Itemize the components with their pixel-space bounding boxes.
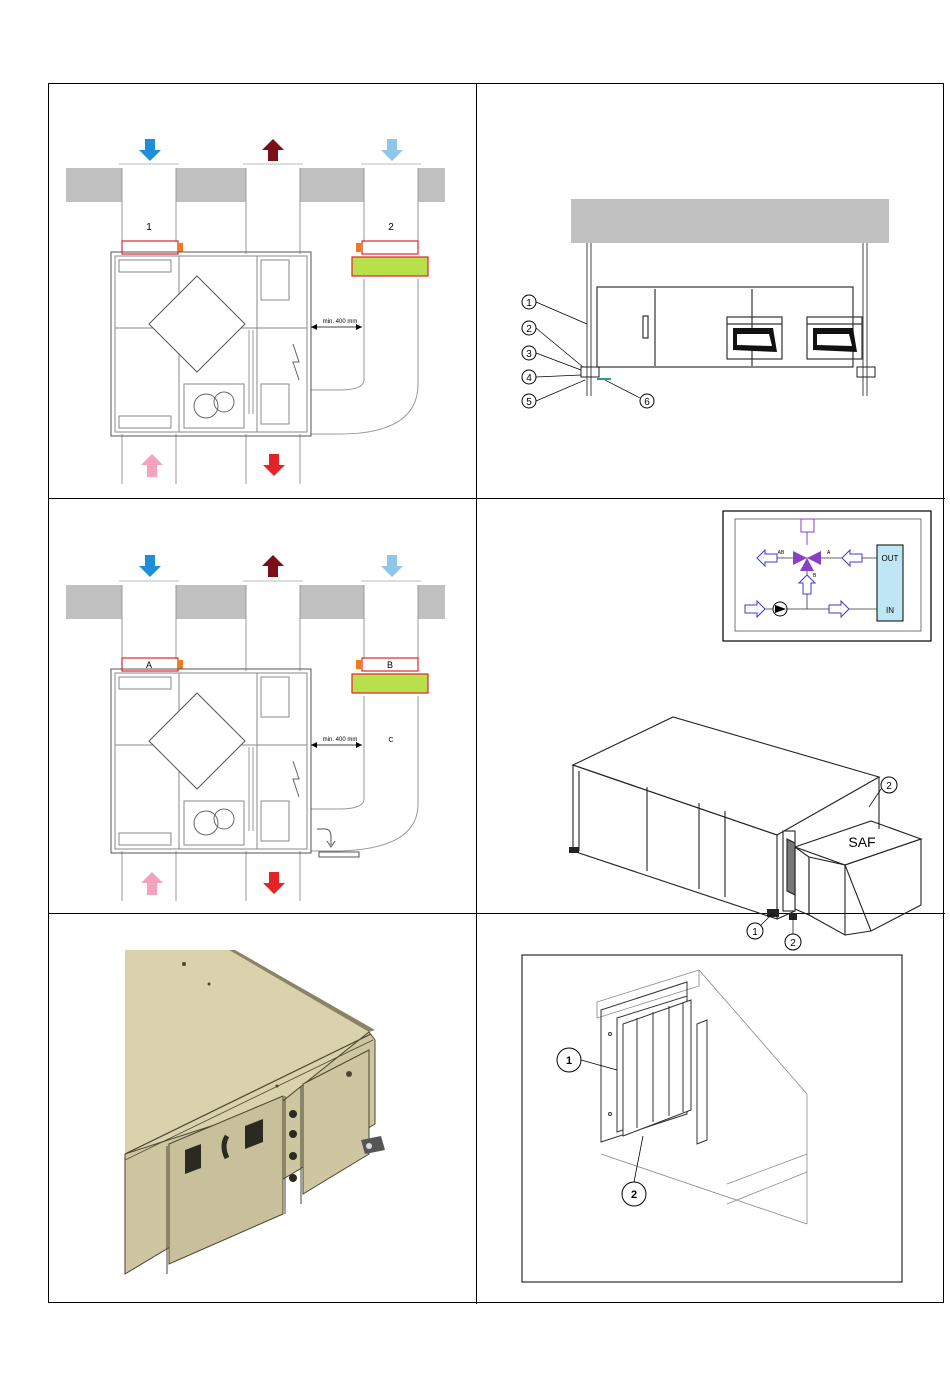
- coil-in-label: IN: [886, 606, 894, 615]
- ceiling-slab: [66, 164, 445, 202]
- suspended-unit-body: [597, 287, 862, 367]
- extract-air-arrow-icon: [381, 139, 403, 161]
- svg-text:4: 4: [526, 373, 532, 384]
- pump-icon: [773, 602, 787, 616]
- detail-frame: [522, 955, 902, 1282]
- svg-text:5: 5: [526, 397, 532, 408]
- duct-label-2: 2: [388, 222, 394, 233]
- svg-text:1: 1: [526, 298, 532, 309]
- duct-label-b: B: [387, 660, 393, 670]
- valve-schematic: OUT IN AB A B: [723, 511, 931, 641]
- unit-top-view-diagram: 1 2: [49, 84, 477, 499]
- unit-top-view-diagram-alt: A B: [49, 499, 477, 914]
- condensate-drain: [317, 829, 359, 857]
- air-handling-unit: [111, 252, 311, 436]
- ceiling-slab: [66, 581, 445, 619]
- mounting-brackets: [581, 367, 875, 379]
- connector-tab: [356, 243, 361, 252]
- connector-tab: [178, 243, 183, 252]
- duct-heater: [352, 674, 428, 693]
- duct-label-1: 1: [146, 222, 152, 233]
- callout-6: 6: [605, 380, 654, 408]
- connector-tab: [356, 660, 361, 669]
- filter-frame-diagram: 1 2: [477, 914, 945, 1304]
- label-c: C: [388, 737, 393, 744]
- clearance-label: min. 400 mm: [323, 737, 358, 743]
- duct-heater: [352, 257, 428, 276]
- saf-module-diagram: OUT IN AB A B: [477, 499, 945, 914]
- panel-saf-module-connection: OUT IN AB A B: [477, 499, 945, 914]
- svg-text:2: 2: [886, 781, 892, 792]
- extract-air-arrow-icon: [381, 555, 403, 577]
- isometric-corner-rendering: [49, 914, 477, 1304]
- actuator: [801, 519, 814, 532]
- air-handling-unit: [111, 669, 311, 853]
- saf-module-label: SAF: [848, 834, 875, 850]
- callout-1: 1: [522, 295, 587, 324]
- part-callouts: 1 2 3 4: [522, 295, 654, 408]
- panel-installation-with-drain: A B: [49, 499, 477, 914]
- outdoor-air-arrow-icon: [139, 555, 161, 577]
- callout-2-top: 2: [869, 777, 897, 807]
- supply-air-arrow-icon: [263, 454, 285, 476]
- supply-air-arrow-icon: [263, 872, 285, 894]
- svg-text:2: 2: [526, 324, 532, 335]
- outdoor-air-arrow-icon: [139, 139, 161, 161]
- connector-tab: [178, 660, 183, 669]
- callout-5: 5: [522, 380, 585, 408]
- coil-out-label: OUT: [882, 554, 899, 563]
- callout-4: 4: [522, 370, 581, 384]
- suspended-unit-diagram: 1 2 3 4: [477, 84, 945, 499]
- installation-diagram-grid: 1 2: [48, 83, 944, 1303]
- svg-text:6: 6: [644, 397, 650, 408]
- valve-port-ab-label: AB: [778, 550, 785, 556]
- exhaust-air-arrow-icon: [262, 555, 284, 577]
- isometric-unit: [573, 717, 879, 919]
- exhaust-air-arrow-icon: [262, 139, 284, 161]
- panel-ceiling-suspension: 1 2 3 4: [477, 84, 945, 499]
- ceiling-slab: [571, 199, 889, 243]
- outdoor-intake-arrow-icon: [141, 872, 163, 895]
- svg-text:3: 3: [526, 349, 532, 360]
- mounting-feet: [569, 847, 797, 920]
- outdoor-intake-arrow-icon: [141, 454, 163, 477]
- svg-text:2: 2: [631, 1189, 637, 1201]
- panel-installation-with-heater: 1 2: [49, 84, 477, 499]
- duct-connector-frame-2: [362, 241, 418, 254]
- clearance-label: min. 400 mm: [323, 319, 358, 325]
- unit-window-gaps: [737, 334, 852, 346]
- svg-text:1: 1: [566, 1055, 572, 1067]
- panel-access-door-corner: [49, 914, 477, 1304]
- panel-filter-frame-detail: 1 2: [477, 914, 945, 1304]
